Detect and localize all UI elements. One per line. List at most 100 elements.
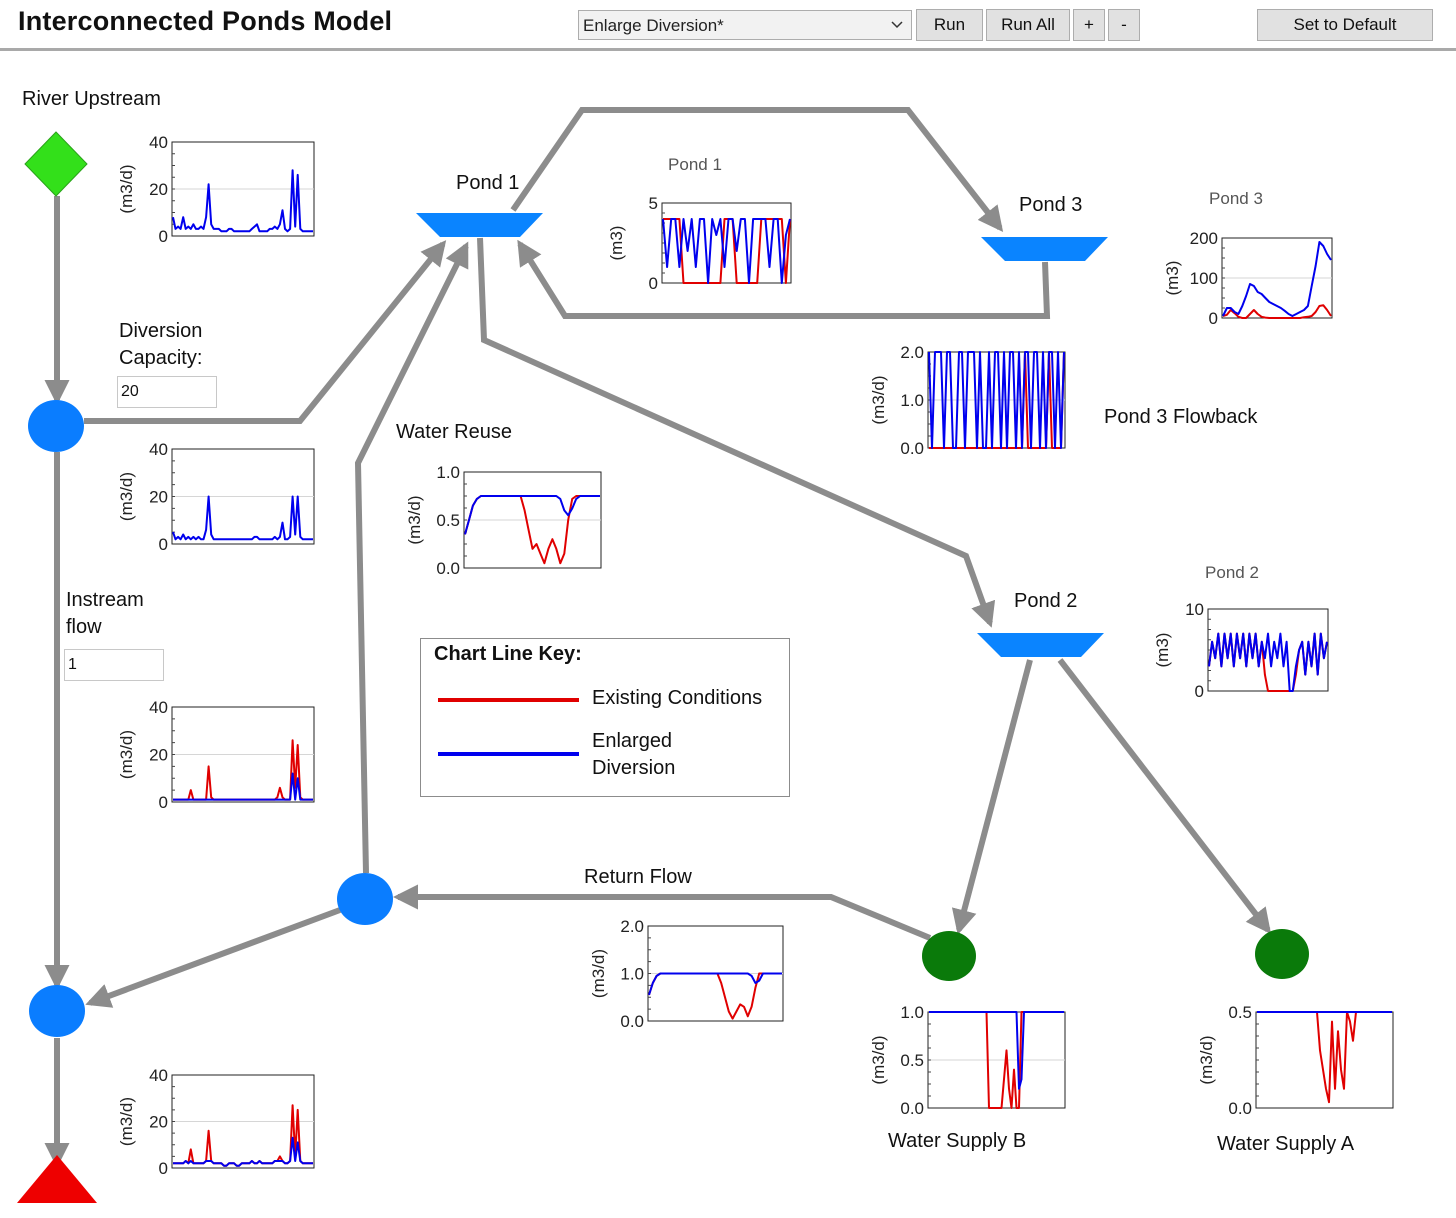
chart-series-enlarged	[173, 1136, 313, 1167]
arrow-pond2-to-supply-a	[1057, 658, 1272, 934]
chart-return-flow: 0.0 1.0 2.0 (m3/d)	[589, 917, 784, 1031]
chart-series-enlarged	[1222, 241, 1332, 317]
run-button[interactable]: Run	[916, 9, 983, 41]
river-upstream-label: River Upstream	[22, 88, 161, 110]
water-supply-a-label: Water Supply A	[1217, 1133, 1355, 1155]
chart-tick-label: 2.0	[620, 917, 644, 936]
chart-tick-label: 0.0	[436, 559, 460, 578]
chart-water-supply-a: 0.0 0.5 (m3/d)	[1197, 1003, 1394, 1118]
chart-y-axis-label: (m3/d)	[117, 1097, 136, 1146]
header-bar: Interconnected Ponds Model Enlarge Diver…	[0, 0, 1456, 51]
chart-tick-label: 0.5	[1228, 1003, 1252, 1022]
legend-title: Chart Line Key:	[434, 643, 582, 665]
arrow-pond1-to-pond2	[477, 237, 996, 628]
chart-water-reuse: 0.0 0.5 1.0 (m3/d)	[405, 463, 602, 578]
arrow-pond3-flowback-to-pond1	[517, 239, 1051, 319]
chart-tick-label: 0.0	[1228, 1099, 1252, 1118]
chart-series-enlarged	[464, 495, 600, 535]
pond1-label: Pond 1	[456, 172, 520, 194]
instream-flow-input[interactable]	[64, 649, 164, 681]
legend-existing-swatch	[438, 698, 579, 702]
chart-y-axis-label: (m3)	[1153, 633, 1172, 668]
chart-y-axis-label: (m3)	[1163, 261, 1182, 296]
chart-tick-label: 5	[649, 194, 658, 213]
chart-tick-label: 0	[159, 535, 168, 554]
chart-series-enlarged	[662, 218, 791, 284]
chart-tick-label: 40	[149, 1066, 168, 1085]
chart-tick-label: 10	[1185, 600, 1204, 619]
run-all-button[interactable]: Run All	[986, 9, 1070, 41]
chart-y-axis-label: (m3/d)	[869, 1035, 888, 1084]
arrow-pond1-to-pond3	[510, 107, 1004, 232]
chart-pond3-flowback: 0.01.02.0(m3/d)	[869, 343, 1066, 458]
chart-y-axis-label: (m3/d)	[405, 495, 424, 544]
chart-series-enlarged	[928, 351, 1065, 449]
chart-series-enlarged	[648, 972, 782, 996]
chart-series-existing	[663, 218, 791, 284]
pond2-label: Pond 2	[1014, 590, 1078, 612]
chart-tick-label: 1.0	[436, 463, 460, 482]
chart-tick-label: 40	[149, 440, 168, 459]
chart-title: Pond 2	[1205, 563, 1259, 582]
chart-tick-label: 20	[149, 180, 168, 199]
water-supply-b-node	[922, 931, 976, 981]
chart-y-axis-label: (m3/d)	[589, 949, 608, 998]
scenario-select-value: Enlarge Diversion*	[583, 16, 724, 35]
chart-instream: 0 20 40 (m3/d)	[117, 698, 315, 812]
arrow-diversion-to-pond1	[84, 240, 447, 424]
pond3-node	[981, 237, 1108, 261]
set-to-default-button[interactable]: Set to Default	[1257, 9, 1433, 41]
arrow-supply-b-to-returnnode	[392, 884, 932, 941]
app-title: Interconnected Ponds Model	[18, 6, 393, 36]
chart-y-axis-label: (m3)	[607, 226, 626, 261]
chart-pond1: 05(m3)Pond 1	[607, 155, 792, 293]
chart-tick-label: 100	[1190, 269, 1218, 288]
return-flow-label: Return Flow	[584, 866, 692, 888]
instream-flow-label-line1: Instream	[66, 589, 144, 611]
chart-tick-label: 0.0	[900, 439, 924, 458]
legend-enlarged-swatch	[438, 752, 579, 756]
return-flow-node	[337, 873, 393, 925]
diversion-capacity-input[interactable]	[117, 376, 217, 408]
chart-tick-label: 0.0	[620, 1012, 644, 1031]
chart-tick-label: 0.5	[436, 511, 460, 530]
chart-tick-label: 0.5	[900, 1051, 924, 1070]
chart-tick-label: 0	[159, 793, 168, 812]
chart-y-axis-label: (m3/d)	[869, 375, 888, 424]
scenario-select[interactable]: Enlarge Diversion*	[578, 10, 912, 40]
river-outlet-sink-node	[17, 1155, 97, 1203]
instream-flow-label-line2: flow	[66, 616, 102, 638]
chart-series-existing	[1222, 304, 1332, 319]
river-upstream-source-node	[24, 131, 88, 197]
legend-existing-label: Existing Conditions	[592, 687, 763, 709]
chart-tick-label: 20	[149, 746, 168, 765]
chart-y-axis-label: (m3/d)	[1197, 1035, 1216, 1084]
chart-tick-label: 200	[1190, 229, 1218, 248]
chart-y-axis-label: (m3/d)	[117, 164, 136, 213]
downstream-junction-node	[29, 985, 85, 1037]
pond2-node	[977, 633, 1104, 657]
chart-water-supply-b: 0.00.51.0(m3/d)	[869, 1003, 1066, 1118]
pond3-label: Pond 3	[1019, 194, 1083, 216]
chart-tick-label: 40	[149, 698, 168, 717]
chart-line-key-legend: Chart Line Key: Existing Conditions Enla…	[420, 638, 790, 797]
diversion-capacity-label-line2: Capacity:	[119, 347, 203, 369]
chart-series-enlarged	[172, 495, 313, 541]
diversion-capacity-label-line1: Diversion	[119, 320, 203, 342]
plus-button[interactable]: +	[1073, 9, 1105, 41]
chart-tick-label: 1.0	[620, 965, 644, 984]
minus-button[interactable]: -	[1108, 9, 1140, 41]
chart-series-enlarged	[1208, 632, 1328, 692]
chart-tick-label: 0	[159, 1159, 168, 1178]
chart-series-enlarged	[929, 1011, 1064, 1090]
chart-tick-label: 0	[159, 227, 168, 246]
pond1-node	[416, 213, 543, 237]
chart-y-axis-label: (m3/d)	[117, 730, 136, 779]
legend-enlarged-label-line1: Enlarged	[592, 730, 673, 752]
diversion-node	[28, 400, 84, 452]
